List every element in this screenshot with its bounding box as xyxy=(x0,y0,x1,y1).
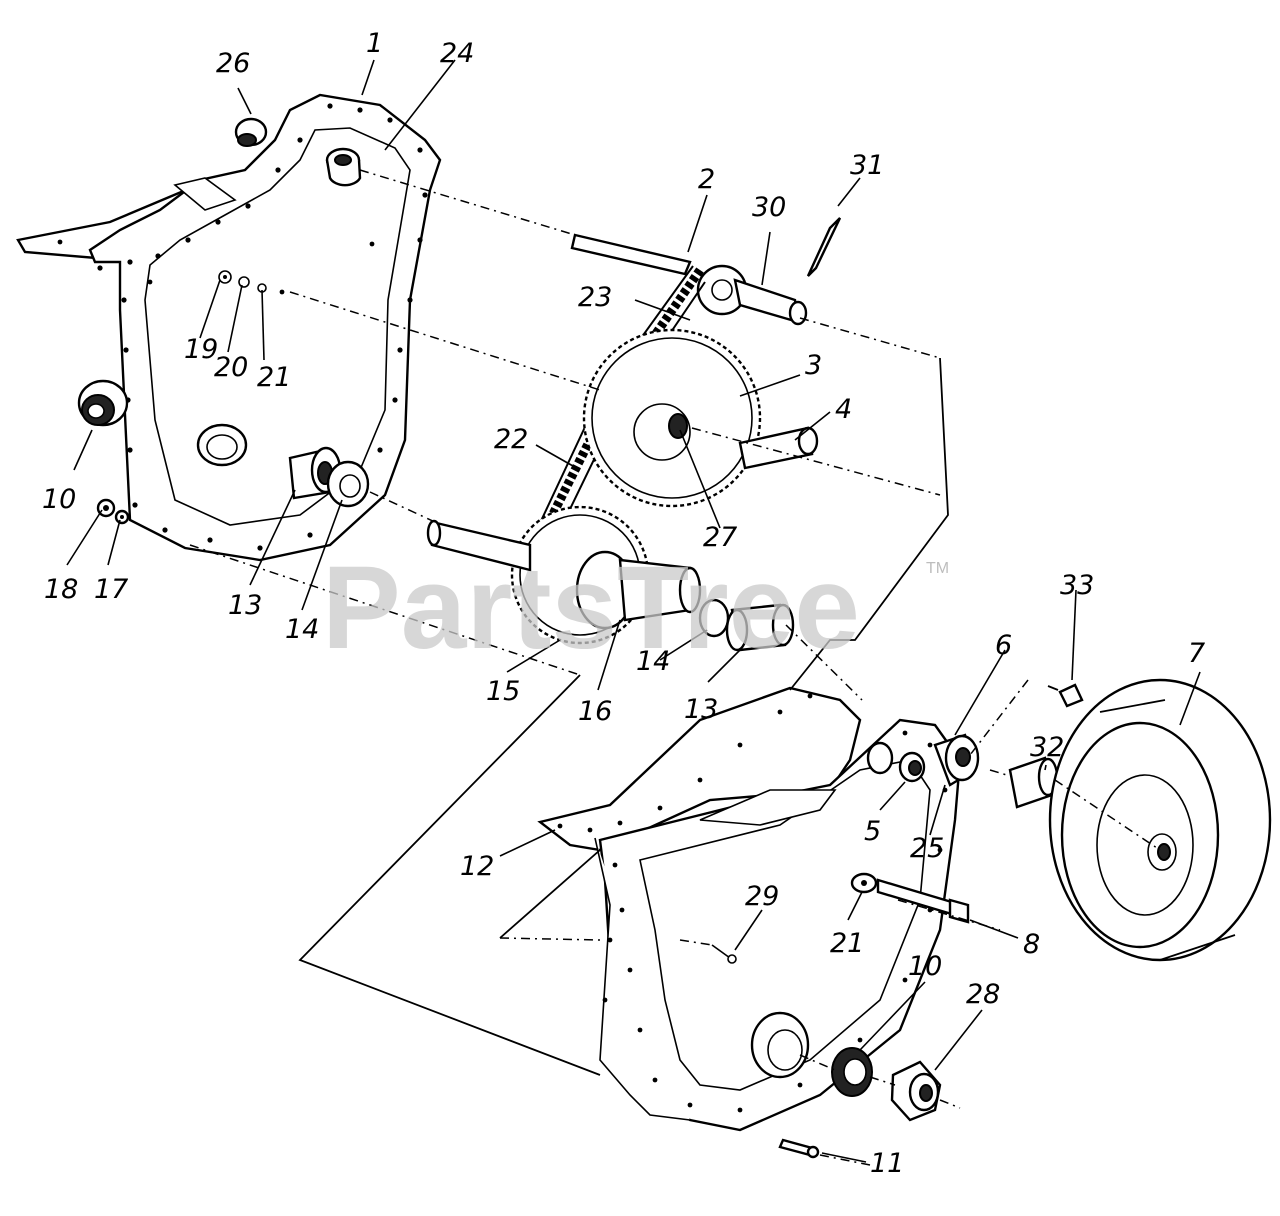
callout-3: 3 xyxy=(805,350,822,381)
callout-10-left: 10 xyxy=(42,484,76,515)
pulley-icon xyxy=(1048,678,1272,962)
watermark-text: PartsTree xyxy=(322,542,860,674)
callout-13-right: 13 xyxy=(684,694,718,725)
bushing-icon xyxy=(288,446,370,508)
screw-small-icon xyxy=(711,944,820,1159)
callout-26: 26 xyxy=(216,48,250,79)
upper-shaft-icon xyxy=(570,217,842,326)
callout-5: 5 xyxy=(864,816,881,847)
callout-8: 8 xyxy=(1023,929,1040,960)
right-housing-icon xyxy=(537,686,962,1132)
screw-icon xyxy=(1047,683,1084,708)
bearing-flange-icon xyxy=(898,733,980,787)
callout-22: 22 xyxy=(494,424,528,455)
callout-30: 30 xyxy=(752,192,786,223)
callout-23: 23 xyxy=(578,282,612,313)
callout-14-right: 14 xyxy=(636,646,670,677)
callout-19: 19 xyxy=(184,334,218,365)
callout-28: 28 xyxy=(966,979,1000,1010)
callout-25: 25 xyxy=(910,833,944,864)
leader-lines xyxy=(66,59,1201,1163)
callout-4: 4 xyxy=(835,394,852,425)
callout-17: 17 xyxy=(94,574,128,605)
callout-21-left: 21 xyxy=(257,362,291,393)
callout-31: 31 xyxy=(850,150,884,181)
callout-29: 29 xyxy=(745,881,779,912)
callout-7: 7 xyxy=(1188,638,1205,669)
seal-icon xyxy=(77,379,129,427)
callout-20: 20 xyxy=(214,352,248,383)
callout-33: 33 xyxy=(1060,570,1094,601)
nut-icon xyxy=(96,498,130,525)
callout-18: 18 xyxy=(44,574,78,605)
callout-15: 15 xyxy=(486,676,520,707)
callout-12: 12 xyxy=(460,851,494,882)
left-housing-icon xyxy=(16,93,442,562)
callout-32: 32 xyxy=(1030,732,1064,763)
callout-14-left: 14 xyxy=(285,614,319,645)
callout-11: 11 xyxy=(870,1148,904,1179)
callout-10-right: 10 xyxy=(908,951,942,982)
callout-13-left: 13 xyxy=(228,590,262,621)
lower-sprocket-icon xyxy=(510,505,795,652)
watermark-trademark: TM xyxy=(926,560,949,577)
callout-16: 16 xyxy=(578,696,612,727)
assembly-lines xyxy=(189,169,1161,1166)
axle-nut-icon xyxy=(831,1047,942,1122)
sprocket-icon xyxy=(582,328,819,508)
callout-6: 6 xyxy=(995,630,1012,661)
callout-1: 1 xyxy=(366,28,383,59)
callout-24: 24 xyxy=(440,38,474,69)
callout-labels: 1 2 3 4 5 6 7 8 10 10 11 12 13 13 14 14 … xyxy=(42,28,1205,1179)
bolt-icon xyxy=(850,872,970,924)
callout-27: 27 xyxy=(703,522,737,553)
callout-21-right: 21 xyxy=(830,928,864,959)
cap-icon xyxy=(234,117,268,147)
callout-2: 2 xyxy=(698,164,715,195)
